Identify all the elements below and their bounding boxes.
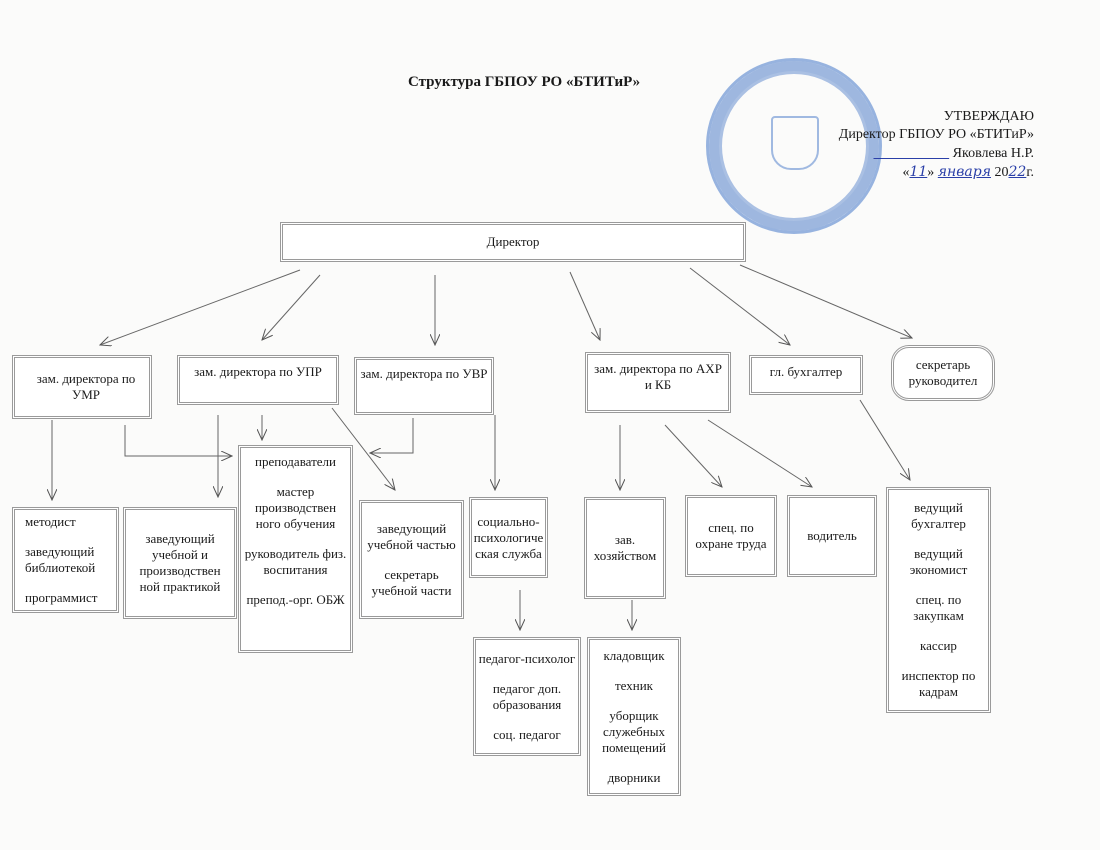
deputy-umr-box: зам. директора по УМР xyxy=(12,355,152,419)
approval-block: УТВЕРЖДАЮ Директор ГБПОУ РО «БТИТиР» Яко… xyxy=(838,109,1034,180)
staff-item: спец. по закупкам xyxy=(913,592,964,623)
official-stamp xyxy=(706,58,882,234)
staff-item: секретарь учебной части xyxy=(371,566,452,598)
umr-staff-box: методист заведующий библиотекой программ… xyxy=(12,507,119,613)
deputy-label: зам. директора по УВР xyxy=(360,366,488,381)
staff-item: педагог-психолог xyxy=(478,650,576,666)
staff-item: препод.-орг. ОБЖ xyxy=(246,592,345,607)
staff-item: заведующий учебной и производствен ной п… xyxy=(139,531,221,594)
staff-item: инспектор по кадрам xyxy=(901,668,976,699)
date-year-prefix: 20 xyxy=(994,165,1009,180)
staff-item: заведующий библиотекой xyxy=(25,544,96,575)
deputy-uvr-box: зам. директора по УВР xyxy=(354,357,494,415)
coat-of-arms-icon xyxy=(771,116,819,170)
staff-item: соц. педагог xyxy=(493,726,561,742)
labor-safety-box: спец. по охране труда xyxy=(685,495,777,577)
director-box: Директор xyxy=(280,222,746,262)
approval-heading: УТВЕРЖДАЮ xyxy=(943,109,1034,124)
date-month: января xyxy=(937,164,991,180)
service-staff-box: кладовщик техник уборщик служебных помещ… xyxy=(587,637,681,796)
date-year-suffix: 22 xyxy=(1008,164,1027,180)
staff-item: водитель xyxy=(807,528,857,543)
staff-item: техник xyxy=(614,677,653,693)
staff-item: педагог доп. образования xyxy=(492,680,562,712)
date-day: 11 xyxy=(909,164,928,180)
staff-item: ведущий экономист xyxy=(909,546,968,577)
household-box: зав. хозяйством xyxy=(584,497,666,599)
secretary-box: секретарь руководител xyxy=(891,345,995,401)
driver-box: водитель xyxy=(787,495,877,577)
staff-item: кассир xyxy=(920,638,957,653)
staff-item: социально-психологиче ская служба xyxy=(473,513,544,561)
staff-item: уборщик служебных помещений xyxy=(602,707,666,755)
staff-item: заведующий учебной частью xyxy=(367,520,456,552)
social-service-box: социально-психологиче ская служба xyxy=(469,497,548,578)
pedagogues-box: педагог-психолог педагог доп. образовани… xyxy=(473,637,581,756)
deputy-label: зам. директора по УПР xyxy=(194,364,322,379)
practice-box: заведующий учебной и производствен ной п… xyxy=(123,507,237,619)
staff-item: спец. по охране труда xyxy=(695,520,767,551)
staff-item: мастер производствен ного обучения xyxy=(254,484,337,531)
staff-item: программист xyxy=(25,590,98,605)
deputy-label: гл. бухгалтер xyxy=(769,364,843,379)
deputy-ahr-box: зам. директора по АХР и КБ xyxy=(585,352,731,413)
staff-item: методист xyxy=(25,514,76,529)
director-label: Директор xyxy=(486,234,540,249)
study-part-box: заведующий учебной частью секретарь учеб… xyxy=(359,500,464,619)
page-title: Структура ГБПОУ РО «БТИТиР» xyxy=(408,74,641,90)
deputy-label: зам. директора по УМР xyxy=(36,371,136,402)
accounting-box: ведущий бухгалтер ведущий экономист спец… xyxy=(886,487,991,713)
deputy-upr-box: зам. директора по УПР xyxy=(177,355,339,405)
approval-name: Яковлева Н.Р. xyxy=(952,146,1034,161)
chief-accountant-box: гл. бухгалтер xyxy=(749,355,863,395)
date-suffix: г. xyxy=(1026,165,1034,180)
staff-item: ведущий бухгалтер xyxy=(911,500,966,531)
staff-item: зав. хозяйством xyxy=(593,532,657,563)
approval-position: Директор ГБПОУ РО «БТИТиР» xyxy=(838,127,1034,142)
staff-item: руководитель физ. воспитания xyxy=(244,546,347,577)
teachers-box: преподаватели мастер производствен ного … xyxy=(238,445,353,653)
deputy-label: секретарь руководител xyxy=(908,357,978,388)
deputy-label: зам. директора по АХР и КБ xyxy=(594,361,722,392)
staff-item: дворники xyxy=(607,769,661,785)
staff-item: преподаватели xyxy=(255,454,336,469)
staff-item: кладовщик xyxy=(603,647,665,663)
